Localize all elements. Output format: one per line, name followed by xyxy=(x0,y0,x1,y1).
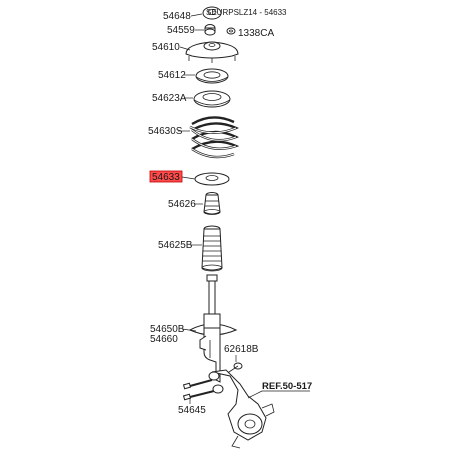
leader-ref xyxy=(247,390,263,399)
label-54645[interactable]: 54645 xyxy=(178,405,206,416)
leader-54648 xyxy=(190,13,203,17)
header-caption: SEURPSLZ14 - 54633 xyxy=(206,8,287,17)
lower-spring-pad-54633 xyxy=(194,172,230,186)
label-54610[interactable]: 54610 xyxy=(152,42,180,53)
bump-stopper-54626 xyxy=(203,192,221,215)
label-54612[interactable]: 54612 xyxy=(158,70,186,81)
strut-mount-54610 xyxy=(185,41,239,63)
nut-54559 xyxy=(204,24,216,36)
label-54650B[interactable]: 54650B xyxy=(150,324,185,335)
leader-54650B xyxy=(181,328,197,332)
label-54633[interactable]: 54633 xyxy=(152,172,180,183)
label-ref-50-517[interactable]: REF.50-517 xyxy=(262,381,312,392)
label-54660[interactable]: 54660 xyxy=(150,334,178,345)
steering-knuckle xyxy=(208,369,275,449)
label-1338CA[interactable]: 1338CA xyxy=(238,28,274,39)
label-54648[interactable]: 54648 xyxy=(163,11,191,22)
strut-assembly-54650B xyxy=(188,274,238,383)
label-54630S[interactable]: 54630S xyxy=(148,126,183,137)
label-62618B[interactable]: 62618B xyxy=(224,344,259,355)
label-54559[interactable]: 54559 xyxy=(167,25,195,36)
label-54626[interactable]: 54626 xyxy=(168,199,196,210)
dust-cover-54625B xyxy=(201,225,223,272)
coil-spring-54630S xyxy=(189,116,240,159)
bearing-54612 xyxy=(195,68,229,84)
spring-pad-54623A xyxy=(193,90,231,108)
highlight-box xyxy=(149,170,183,183)
nut-1338CA xyxy=(226,27,236,35)
label-54625B[interactable]: 54625B xyxy=(158,240,193,251)
bolt-54645 xyxy=(182,379,215,401)
cap-nut-54648 xyxy=(202,6,222,20)
leader-54610 xyxy=(179,46,191,51)
leader-54633 xyxy=(181,176,196,180)
label-54623A[interactable]: 54623A xyxy=(152,93,187,104)
